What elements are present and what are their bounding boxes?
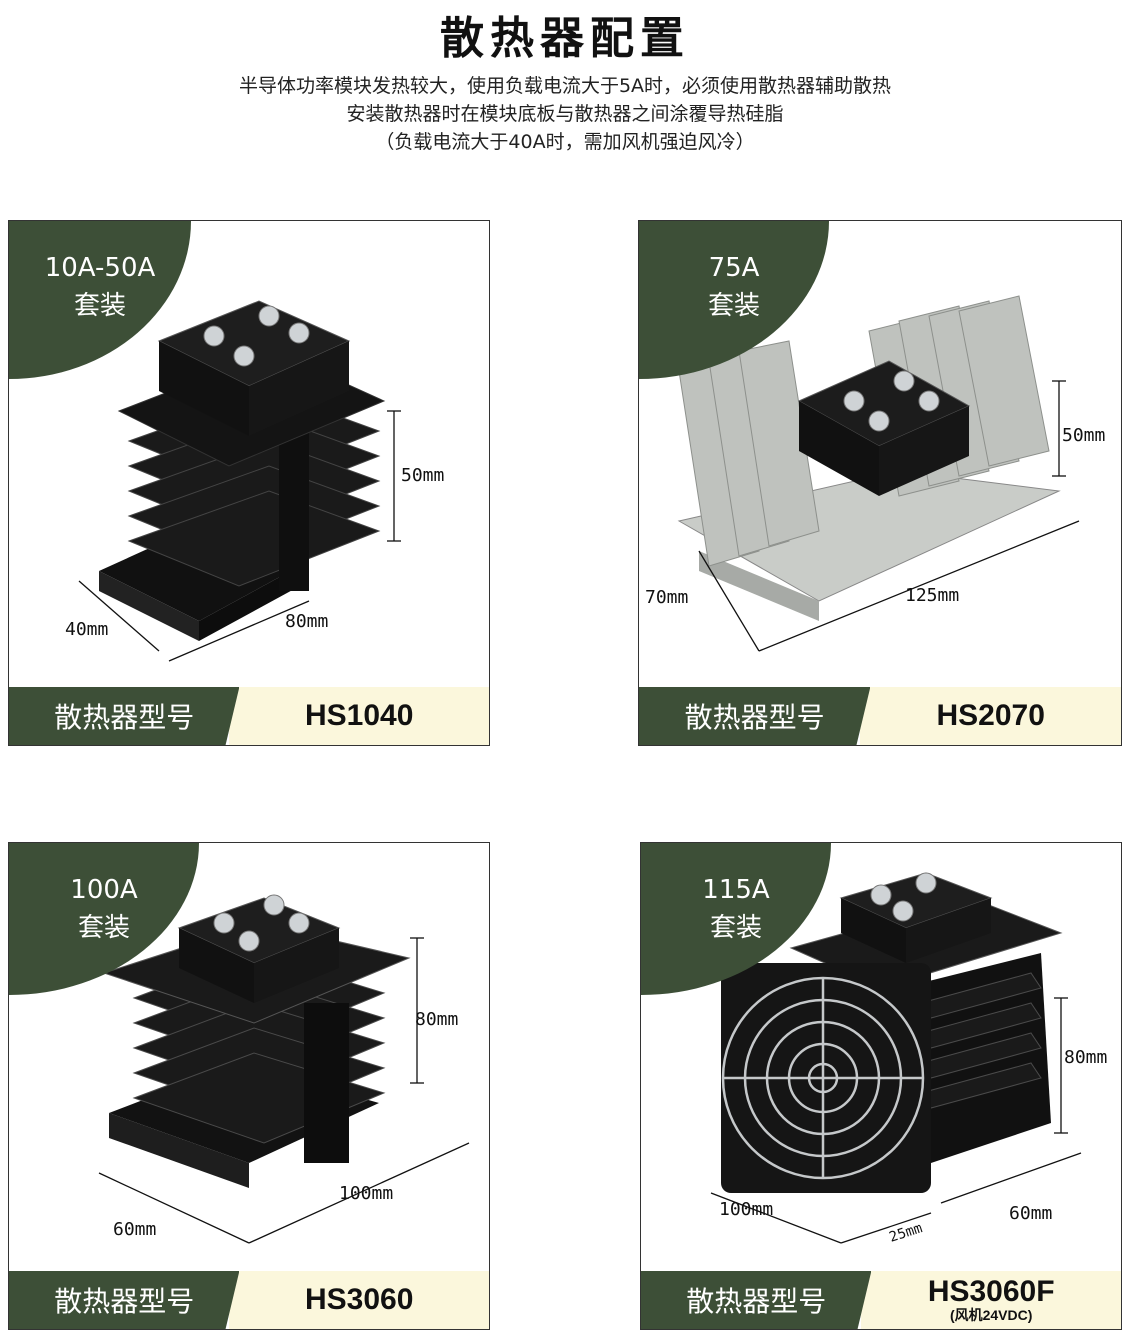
model-footer: 散热器型号 HS3060F (风机24VDC) — [641, 1271, 1121, 1329]
model-label: 散热器型号 — [9, 687, 240, 745]
badge-kit: 套装 — [709, 913, 762, 943]
model-number: HS3060F — [927, 1275, 1055, 1308]
intro-line: （负载电流大于40A时，需加风机强迫风冷） — [375, 131, 755, 153]
model-number: HS2070 — [936, 699, 1045, 732]
model-number: HS3060 — [304, 1283, 414, 1316]
product-card-hs3060: 100A 套装 80mm 100mm 60mm 散热器型号 HS3060 — [8, 842, 490, 1330]
model-footer: 散热器型号 HS3060 — [9, 1271, 489, 1329]
badge-current: 115A — [702, 875, 770, 905]
dim-depth: 60mm — [1009, 1203, 1053, 1224]
model-value: HS1040 — [229, 687, 489, 745]
heatsink-hs3060-photo — [98, 894, 470, 1244]
model-value: HS3060F (风机24VDC) — [861, 1271, 1121, 1329]
heatsink-hs3060f-photo — [710, 872, 1082, 1244]
badge-current: 100A — [70, 875, 138, 905]
dim-length: 125mm — [905, 585, 960, 606]
dim-width: 40mm — [65, 619, 109, 640]
heatsink-hs2070-photo — [677, 295, 1080, 652]
badge-kit: 套装 — [73, 291, 126, 321]
dim-height: 50mm — [1062, 425, 1106, 446]
badge-kit: 套装 — [707, 291, 760, 321]
model-label: 散热器型号 — [641, 1271, 872, 1329]
badge-kit: 套装 — [77, 913, 130, 943]
intro-line: 半导体功率模块发热较大，使用负载电流大于5A时，必须使用散热器辅助散热 — [238, 75, 892, 97]
model-label: 散热器型号 — [639, 687, 871, 745]
heatsink-hs1040-photo — [78, 300, 401, 662]
dim-width: 60mm — [113, 1219, 157, 1240]
model-footer: 散热器型号 HS1040 — [9, 687, 489, 745]
dim-height: 80mm — [415, 1009, 459, 1030]
model-footer: 散热器型号 HS2070 — [639, 687, 1121, 745]
dim-length: 80mm — [285, 611, 329, 632]
model-number: HS1040 — [304, 699, 414, 732]
product-card-hs3060f: 115A 套装 80mm 100mm 60mm 25mm 散热器型号 HS306… — [640, 842, 1122, 1330]
dim-length: 100mm — [339, 1183, 394, 1204]
model-label: 散热器型号 — [9, 1271, 240, 1329]
product-card-hs2070: 75A 套装 50mm 125mm 70mm 散热器型号 HS2070 — [638, 220, 1122, 746]
intro-text: 半导体功率模块发热较大，使用负载电流大于5A时，必须使用散热器辅助散热 安装散热… — [0, 72, 1130, 156]
model-value: HS3060 — [229, 1271, 489, 1329]
model-note: (风机24VDC) — [949, 1307, 1033, 1323]
dim-fan-width: 100mm — [719, 1199, 774, 1220]
current-rating-badge: 100A 套装 — [9, 843, 199, 995]
badge-current: 10A-50A — [44, 253, 156, 283]
page-title: 散热器配置 — [440, 13, 690, 64]
model-value: HS2070 — [860, 687, 1121, 745]
dim-height: 80mm — [1064, 1047, 1108, 1068]
product-card-hs1040: 10A-50A 套装 50mm 80mm 40mm 散热器型号 HS1040 — [8, 220, 490, 746]
dim-height: 50mm — [401, 465, 445, 486]
dim-width: 70mm — [645, 587, 689, 608]
intro-line: 安装散热器时在模块底板与散热器之间涂覆导热硅脂 — [346, 103, 784, 125]
badge-current: 75A — [708, 253, 760, 283]
